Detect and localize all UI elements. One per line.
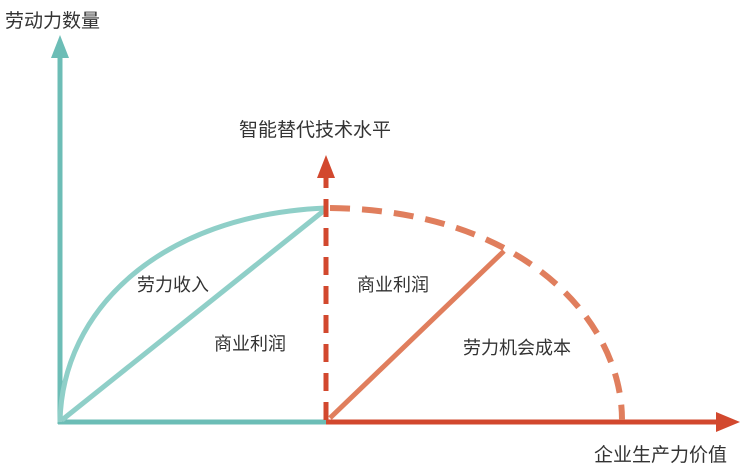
left-diagonal-line (60, 207, 328, 422)
tech-level-label: 智能替代技术水平 (239, 119, 391, 141)
labor-opportunity-cost-label: 劳力机会成本 (463, 338, 571, 359)
left-business-profit-label: 商业利润 (214, 334, 286, 355)
tech-level-arrow-icon (317, 155, 335, 178)
right-diagonal-line (328, 249, 506, 420)
y-axis-arrow-icon (51, 35, 69, 58)
labor-quantity-curve (57, 205, 327, 423)
x-axis-label: 企业生产力价值 (594, 444, 727, 466)
x-axis-arrow-icon (716, 412, 740, 432)
labor-income-label: 劳力收入 (137, 275, 209, 296)
opportunity-cost-dashed-arc (329, 205, 625, 421)
y-axis-label: 劳动力数量 (5, 10, 100, 32)
right-business-profit-label: 商业利润 (357, 275, 429, 296)
